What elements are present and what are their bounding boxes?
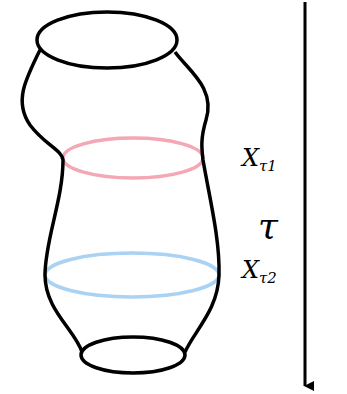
surface-right-side [175, 52, 219, 352]
slice-label: Xτ2 [242, 258, 277, 282]
bottom-boundary-ellipse [81, 337, 185, 373]
slice-ellipse-blue [45, 253, 219, 297]
top-boundary-ellipse [37, 12, 177, 68]
slice-label: Xτ1 [242, 146, 277, 170]
time-label: τ [258, 208, 278, 244]
time-arrow [304, 2, 307, 386]
surface-left-side [22, 50, 82, 352]
slice-ellipse-pink [63, 138, 203, 178]
